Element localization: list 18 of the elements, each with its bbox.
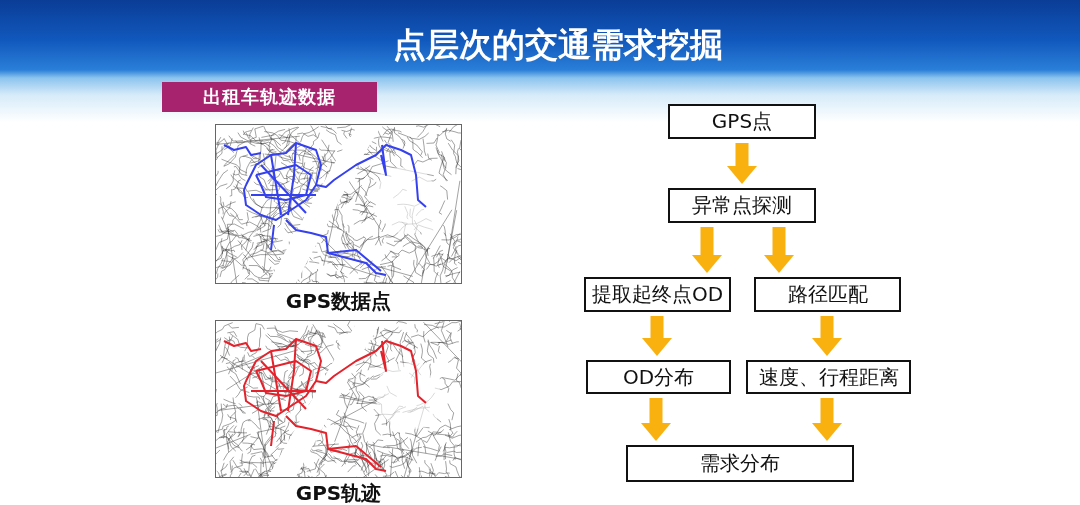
process-box: 提取起终点OD — [584, 277, 731, 312]
process-box: 路径匹配 — [754, 277, 901, 312]
figure-caption: GPS数据点 — [285, 290, 392, 312]
flow-arrow — [764, 227, 794, 273]
process-box: OD分布 — [586, 360, 731, 394]
section-header-bar: 出租车轨迹数据 — [162, 82, 377, 112]
process-box: 需求分布 — [626, 445, 854, 482]
slide-title: 点层次的交通需求挖掘 — [392, 24, 724, 66]
process-box: GPS点 — [668, 104, 816, 139]
flow-arrow — [727, 143, 757, 184]
process-box: 异常点探测 — [668, 188, 816, 223]
flow-arrow — [692, 227, 722, 273]
figure-caption: GPS轨迹 — [295, 482, 382, 504]
flow-arrow — [642, 316, 672, 356]
process-box: 速度、行程距离 — [746, 360, 911, 394]
flow-arrow — [812, 316, 842, 356]
flow-arrow — [812, 398, 842, 441]
flow-arrow — [641, 398, 671, 441]
